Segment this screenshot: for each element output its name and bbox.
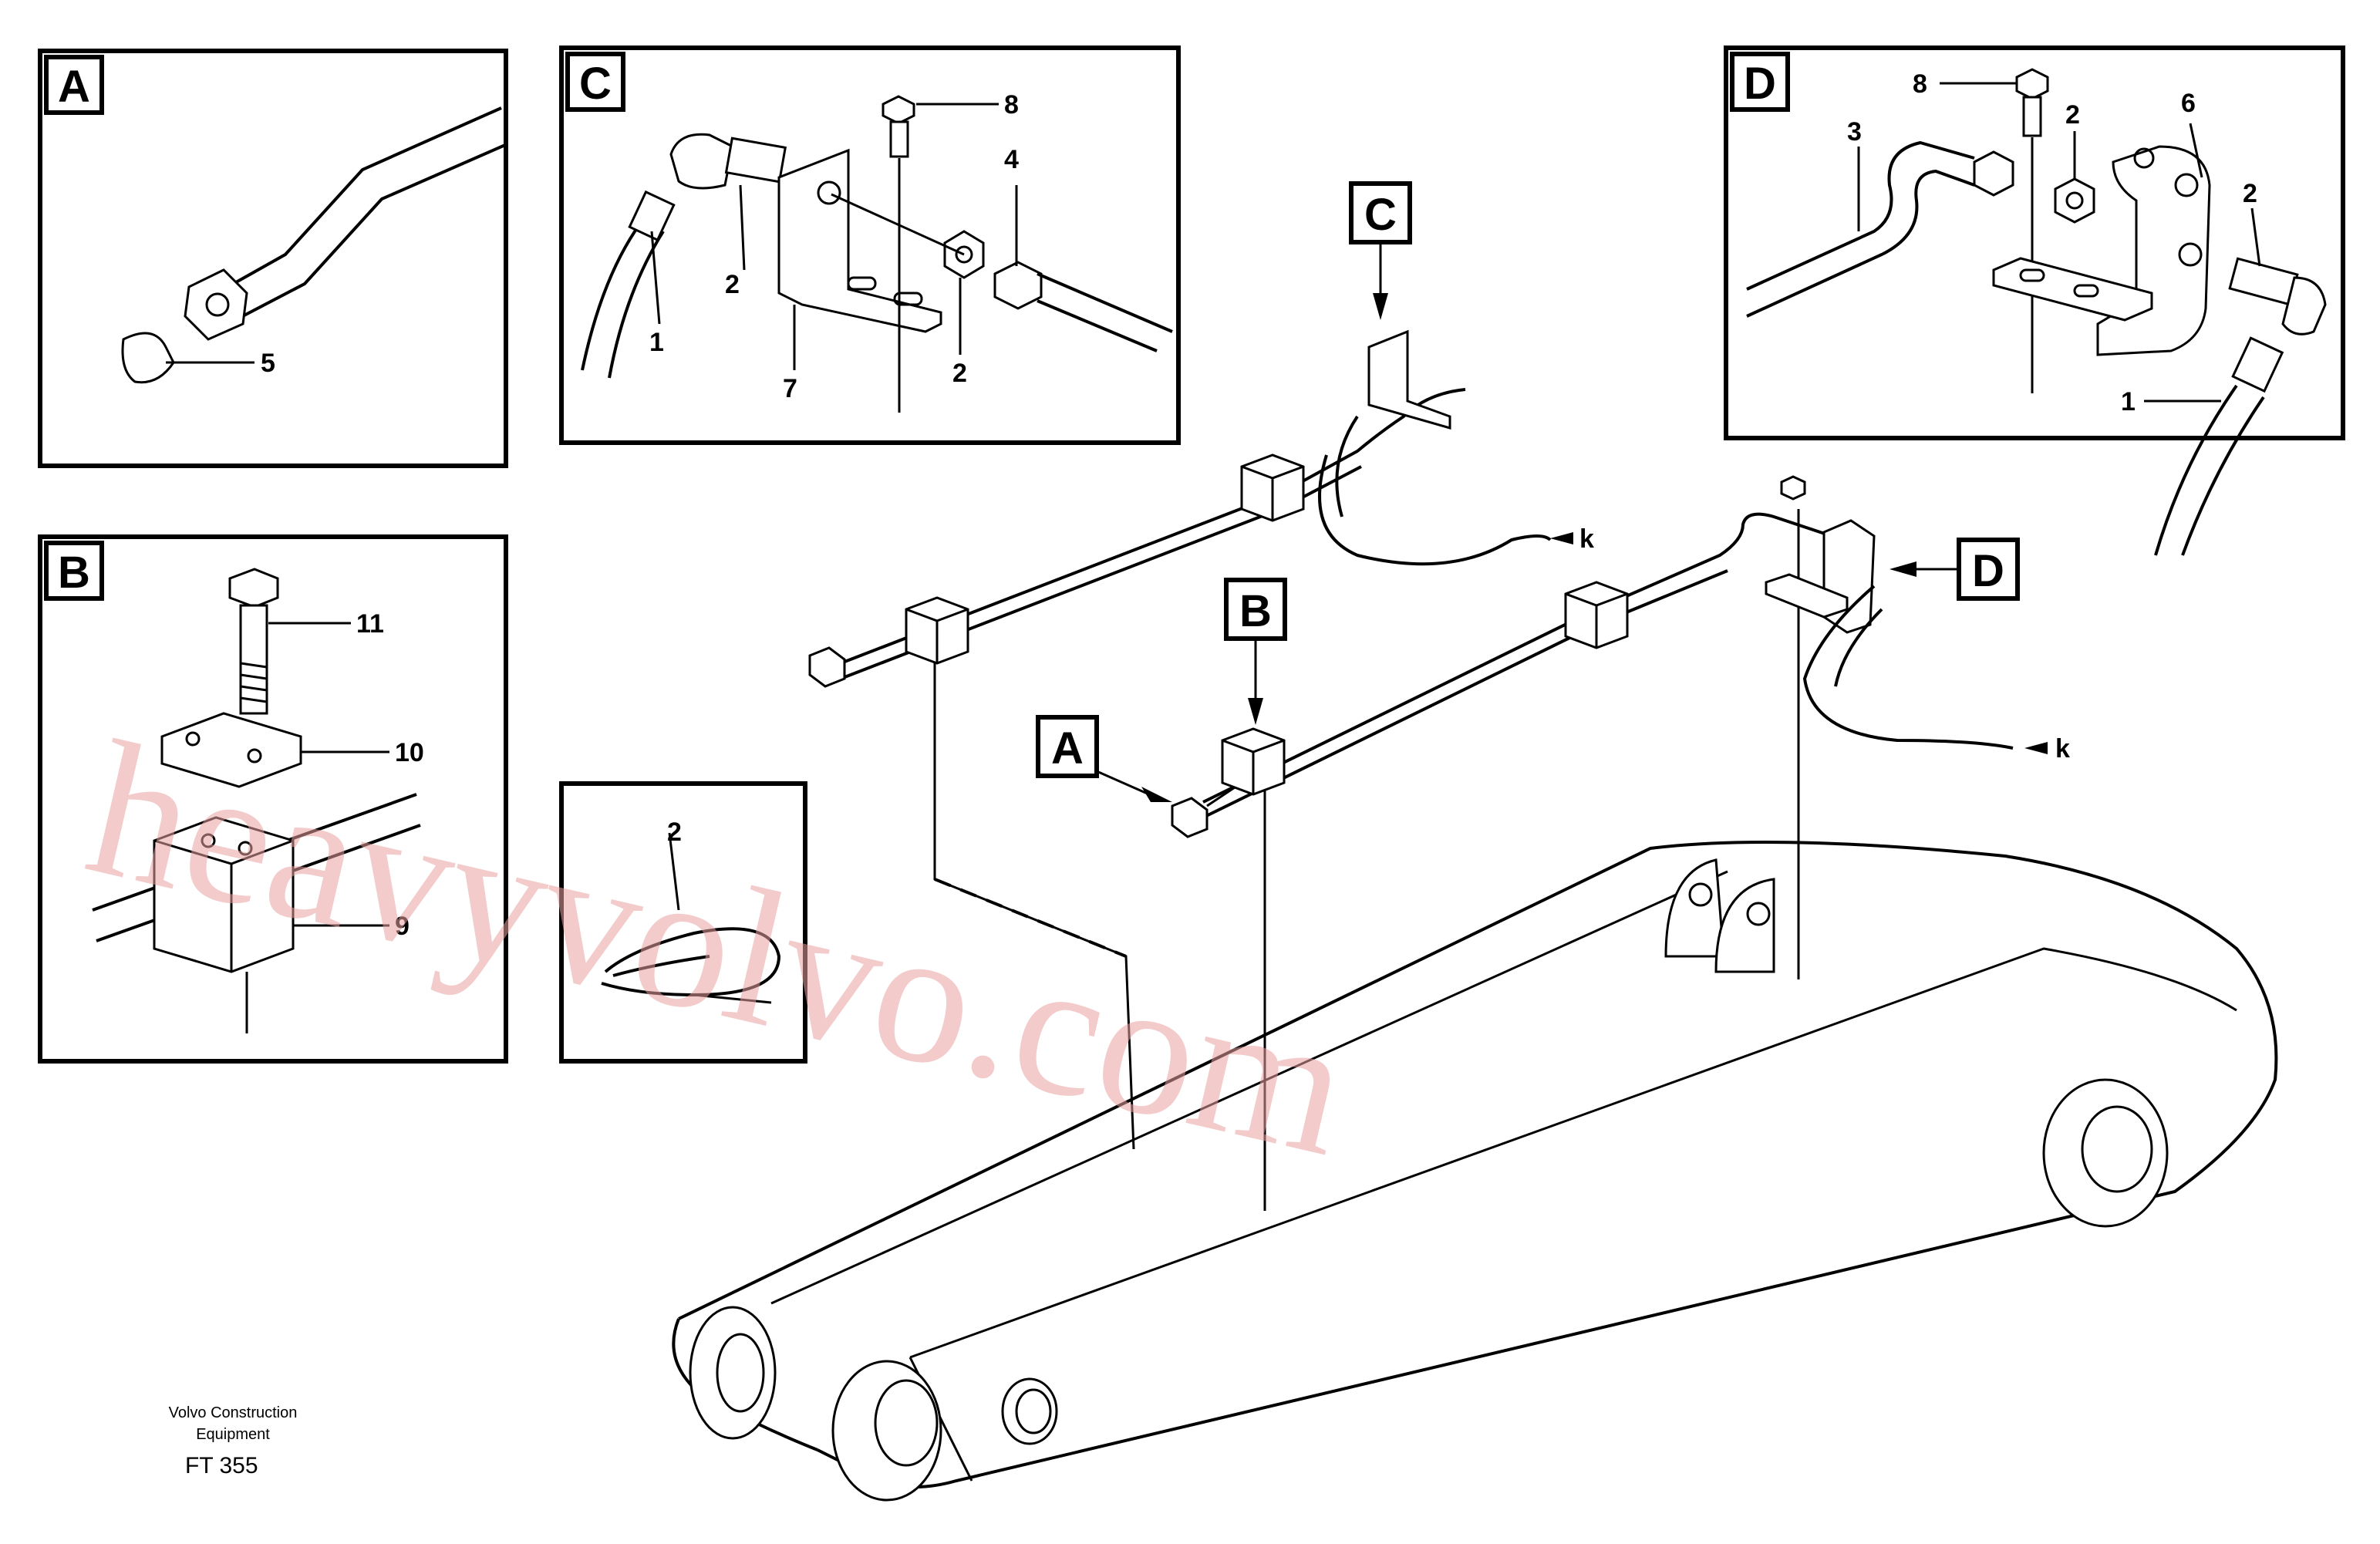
detail-a-label-5: 5 [261,349,275,378]
detail-d-label-6: 6 [2181,89,2196,118]
detail-c-label-7: 7 [783,374,797,403]
detail-c-label-2a: 2 [725,270,740,299]
arrow-k-bottom: k [2055,734,2070,764]
detail-d-label-2b: 2 [2243,179,2257,208]
detail-d-letter: D [1744,59,1776,109]
watermark-text: heavyvolvo.com [72,701,1367,1197]
callout-a: A [1051,723,1084,774]
detail-c-panel: C 1 2 7 8 2 4 [559,46,1181,445]
main-assembly: C B A D k k [672,181,2278,1502]
detail-c-label-4: 4 [1004,145,1019,174]
tie-label-2: 2 [667,818,682,847]
detail-b-panel: B 11 10 9 [38,534,508,1064]
detail-c-label-2b: 2 [952,359,967,388]
footer-company-line2: Equipment [196,1426,270,1443]
footer-company-line1: Volvo Construction [169,1404,298,1421]
detail-a-letter: A [58,62,90,112]
arrow-k-top: k [1579,524,1594,554]
callout-c: C [1364,190,1397,240]
detail-c-letter: C [579,59,612,109]
detail-b-label-11: 11 [356,609,384,639]
callout-b: B [1239,586,1272,636]
callout-d: D [1972,546,2004,596]
detail-c-label-1: 1 [649,328,664,357]
detail-b-letter: B [58,548,90,598]
footer-figure-code: FT 355 [185,1453,258,1478]
detail-d-label-1: 1 [2121,387,2136,416]
cable-tie-panel: 2 [559,781,807,1064]
detail-d-label-3: 3 [1847,117,1862,147]
detail-a-panel: A 5 [38,49,508,468]
detail-d-panel: D 8 3 2 6 2 1 [1724,46,2345,556]
detail-d-label-2a: 2 [2065,100,2080,130]
detail-b-label-9: 9 [395,912,410,941]
detail-b-label-10: 10 [395,738,424,767]
detail-d-label-8: 8 [1913,69,1927,99]
detail-c-label-8: 8 [1004,90,1019,120]
